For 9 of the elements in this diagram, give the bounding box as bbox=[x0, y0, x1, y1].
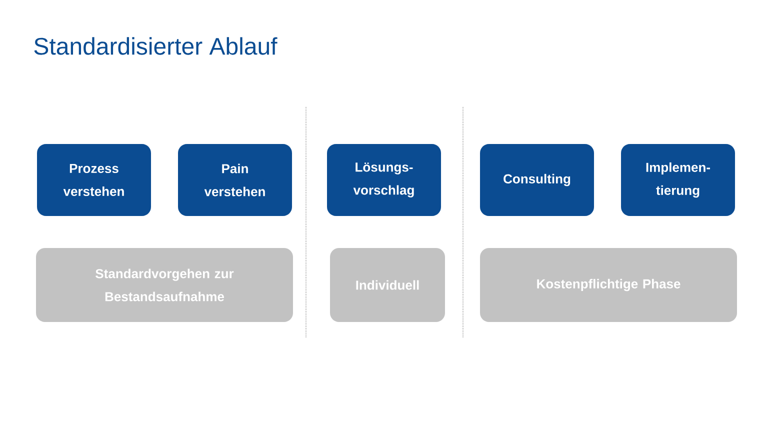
phase-box: Kostenpflichtige Phase bbox=[480, 248, 737, 322]
process-box: Lösungs-vorschlag bbox=[327, 144, 441, 216]
process-box: Implemen-tierung bbox=[621, 144, 735, 216]
process-box: Pain verstehen bbox=[178, 144, 292, 216]
process-box: Consulting bbox=[480, 144, 594, 216]
process-box: Prozess verstehen bbox=[37, 144, 151, 216]
title: Standardisierter Ablauf bbox=[34, 37, 278, 55]
phase-box: Individuell bbox=[330, 248, 445, 322]
phase-box: Standardvorgehen zur Bestandsaufnahme bbox=[36, 248, 293, 322]
